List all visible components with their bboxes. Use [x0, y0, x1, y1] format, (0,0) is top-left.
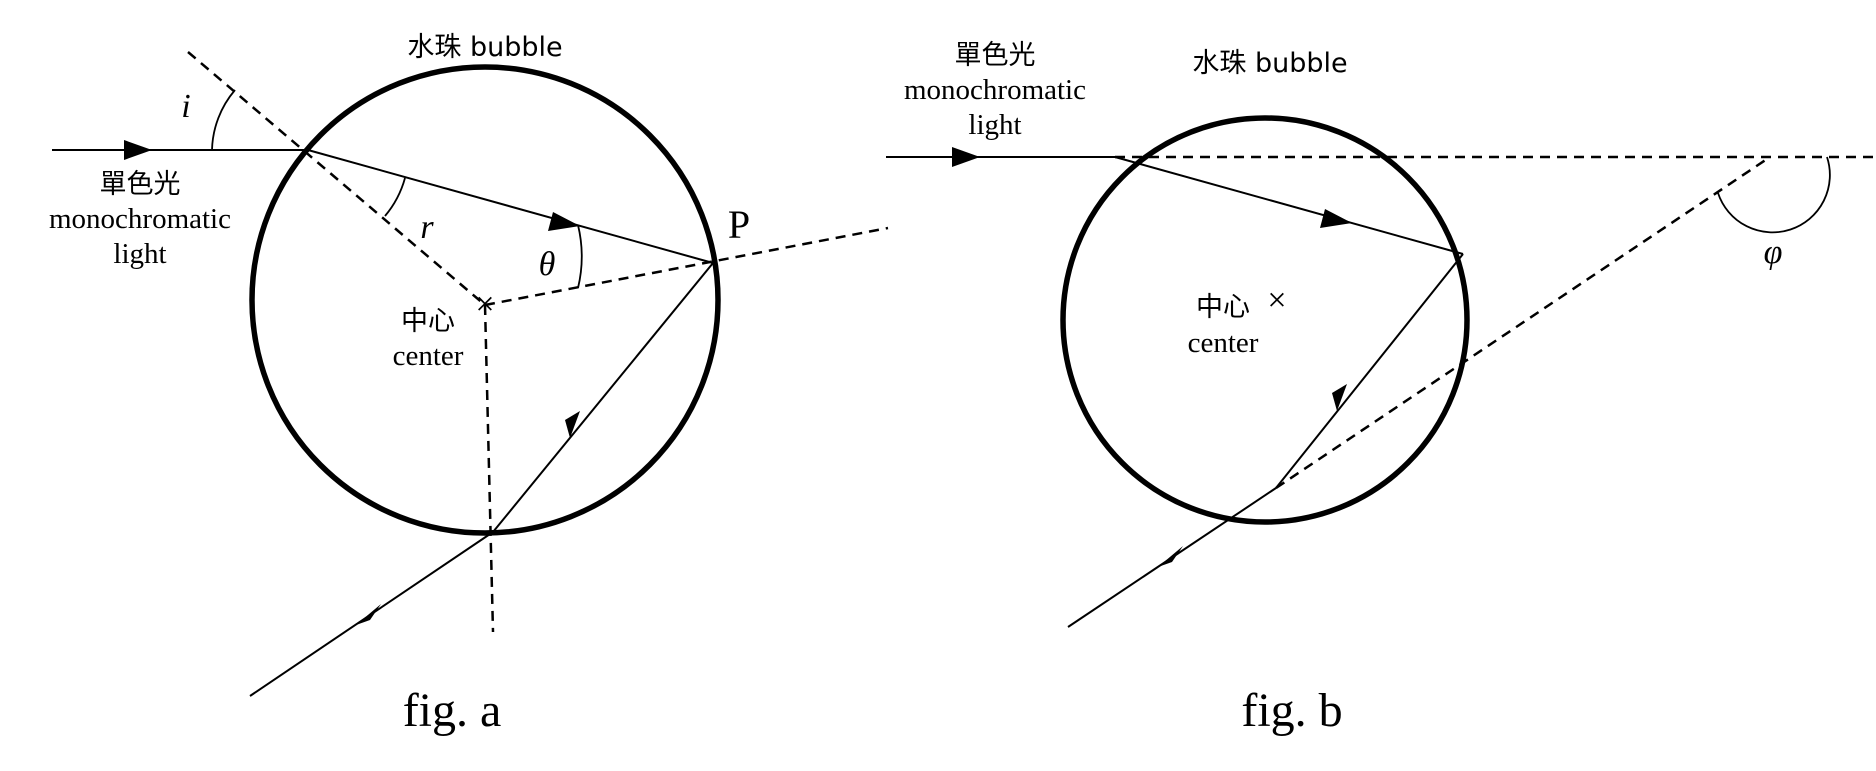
radius-to-exit-a: [483, 304, 495, 633]
reflected-ray-b: [1275, 253, 1464, 489]
center-mark-b: ×: [1267, 282, 1286, 319]
incident-arrow-a: [124, 140, 152, 160]
angle-r-arc: [384, 177, 406, 217]
normal-line-a: [187, 51, 486, 306]
light-label-en2-a: light: [113, 238, 166, 270]
bubble-label-b: 水珠 bubble: [1192, 48, 1347, 79]
center-label-cn-a: 中心: [401, 306, 455, 337]
angle-phi-label: φ: [1764, 234, 1783, 271]
radius-to-p-a: [484, 226, 889, 307]
figure-a: × 水珠 bubble i r θ P 單色光 monochromatic li…: [49, 32, 889, 737]
angle-i-label: i: [181, 88, 190, 125]
light-label-en1-b: monochromatic: [904, 74, 1086, 106]
refracted-ray-a: [307, 149, 714, 264]
light-label-en1-a: monochromatic: [49, 203, 231, 235]
angle-phi-arc: [1717, 156, 1831, 234]
incident-arrow-b: [952, 147, 980, 167]
bubble-label-a: 水珠 bubble: [407, 32, 562, 63]
bubble-a-circle: [249, 64, 721, 536]
reflected-arrow-b: [1332, 384, 1347, 411]
angle-i-arc: [211, 89, 236, 151]
bubble-b-circle: [1060, 115, 1470, 525]
emerging-extension-b: [1275, 155, 1771, 490]
light-label-cn-a: 單色光: [100, 169, 181, 200]
angle-r-label: r: [420, 209, 434, 246]
emerging-arrow-b: [1158, 546, 1183, 567]
reflected-arrow-a: [565, 411, 580, 438]
center-label-cn-b: 中心: [1196, 292, 1250, 323]
light-label-en2-b: light: [968, 109, 1021, 141]
reflected-ray-a: [492, 262, 714, 533]
refracted-ray-b: [1114, 156, 1464, 255]
figure-b: 水珠 bubble 單色光 monochromatic light φ 中心 ×…: [886, 40, 1876, 737]
light-label-cn-b: 單色光: [955, 40, 1036, 71]
caption-b: fig. b: [1241, 684, 1342, 737]
point-p-label: P: [728, 202, 750, 247]
emerging-arrow-a: [356, 604, 381, 625]
angle-theta-arc: [577, 224, 583, 289]
refracted-arrow-b: [1320, 209, 1352, 228]
center-mark-a: ×: [475, 286, 494, 323]
center-label-en-a: center: [393, 340, 464, 372]
angle-theta-label: θ: [539, 246, 556, 283]
center-label-en-b: center: [1188, 327, 1259, 359]
refracted-arrow-a: [548, 212, 580, 231]
caption-a: fig. a: [403, 684, 502, 737]
